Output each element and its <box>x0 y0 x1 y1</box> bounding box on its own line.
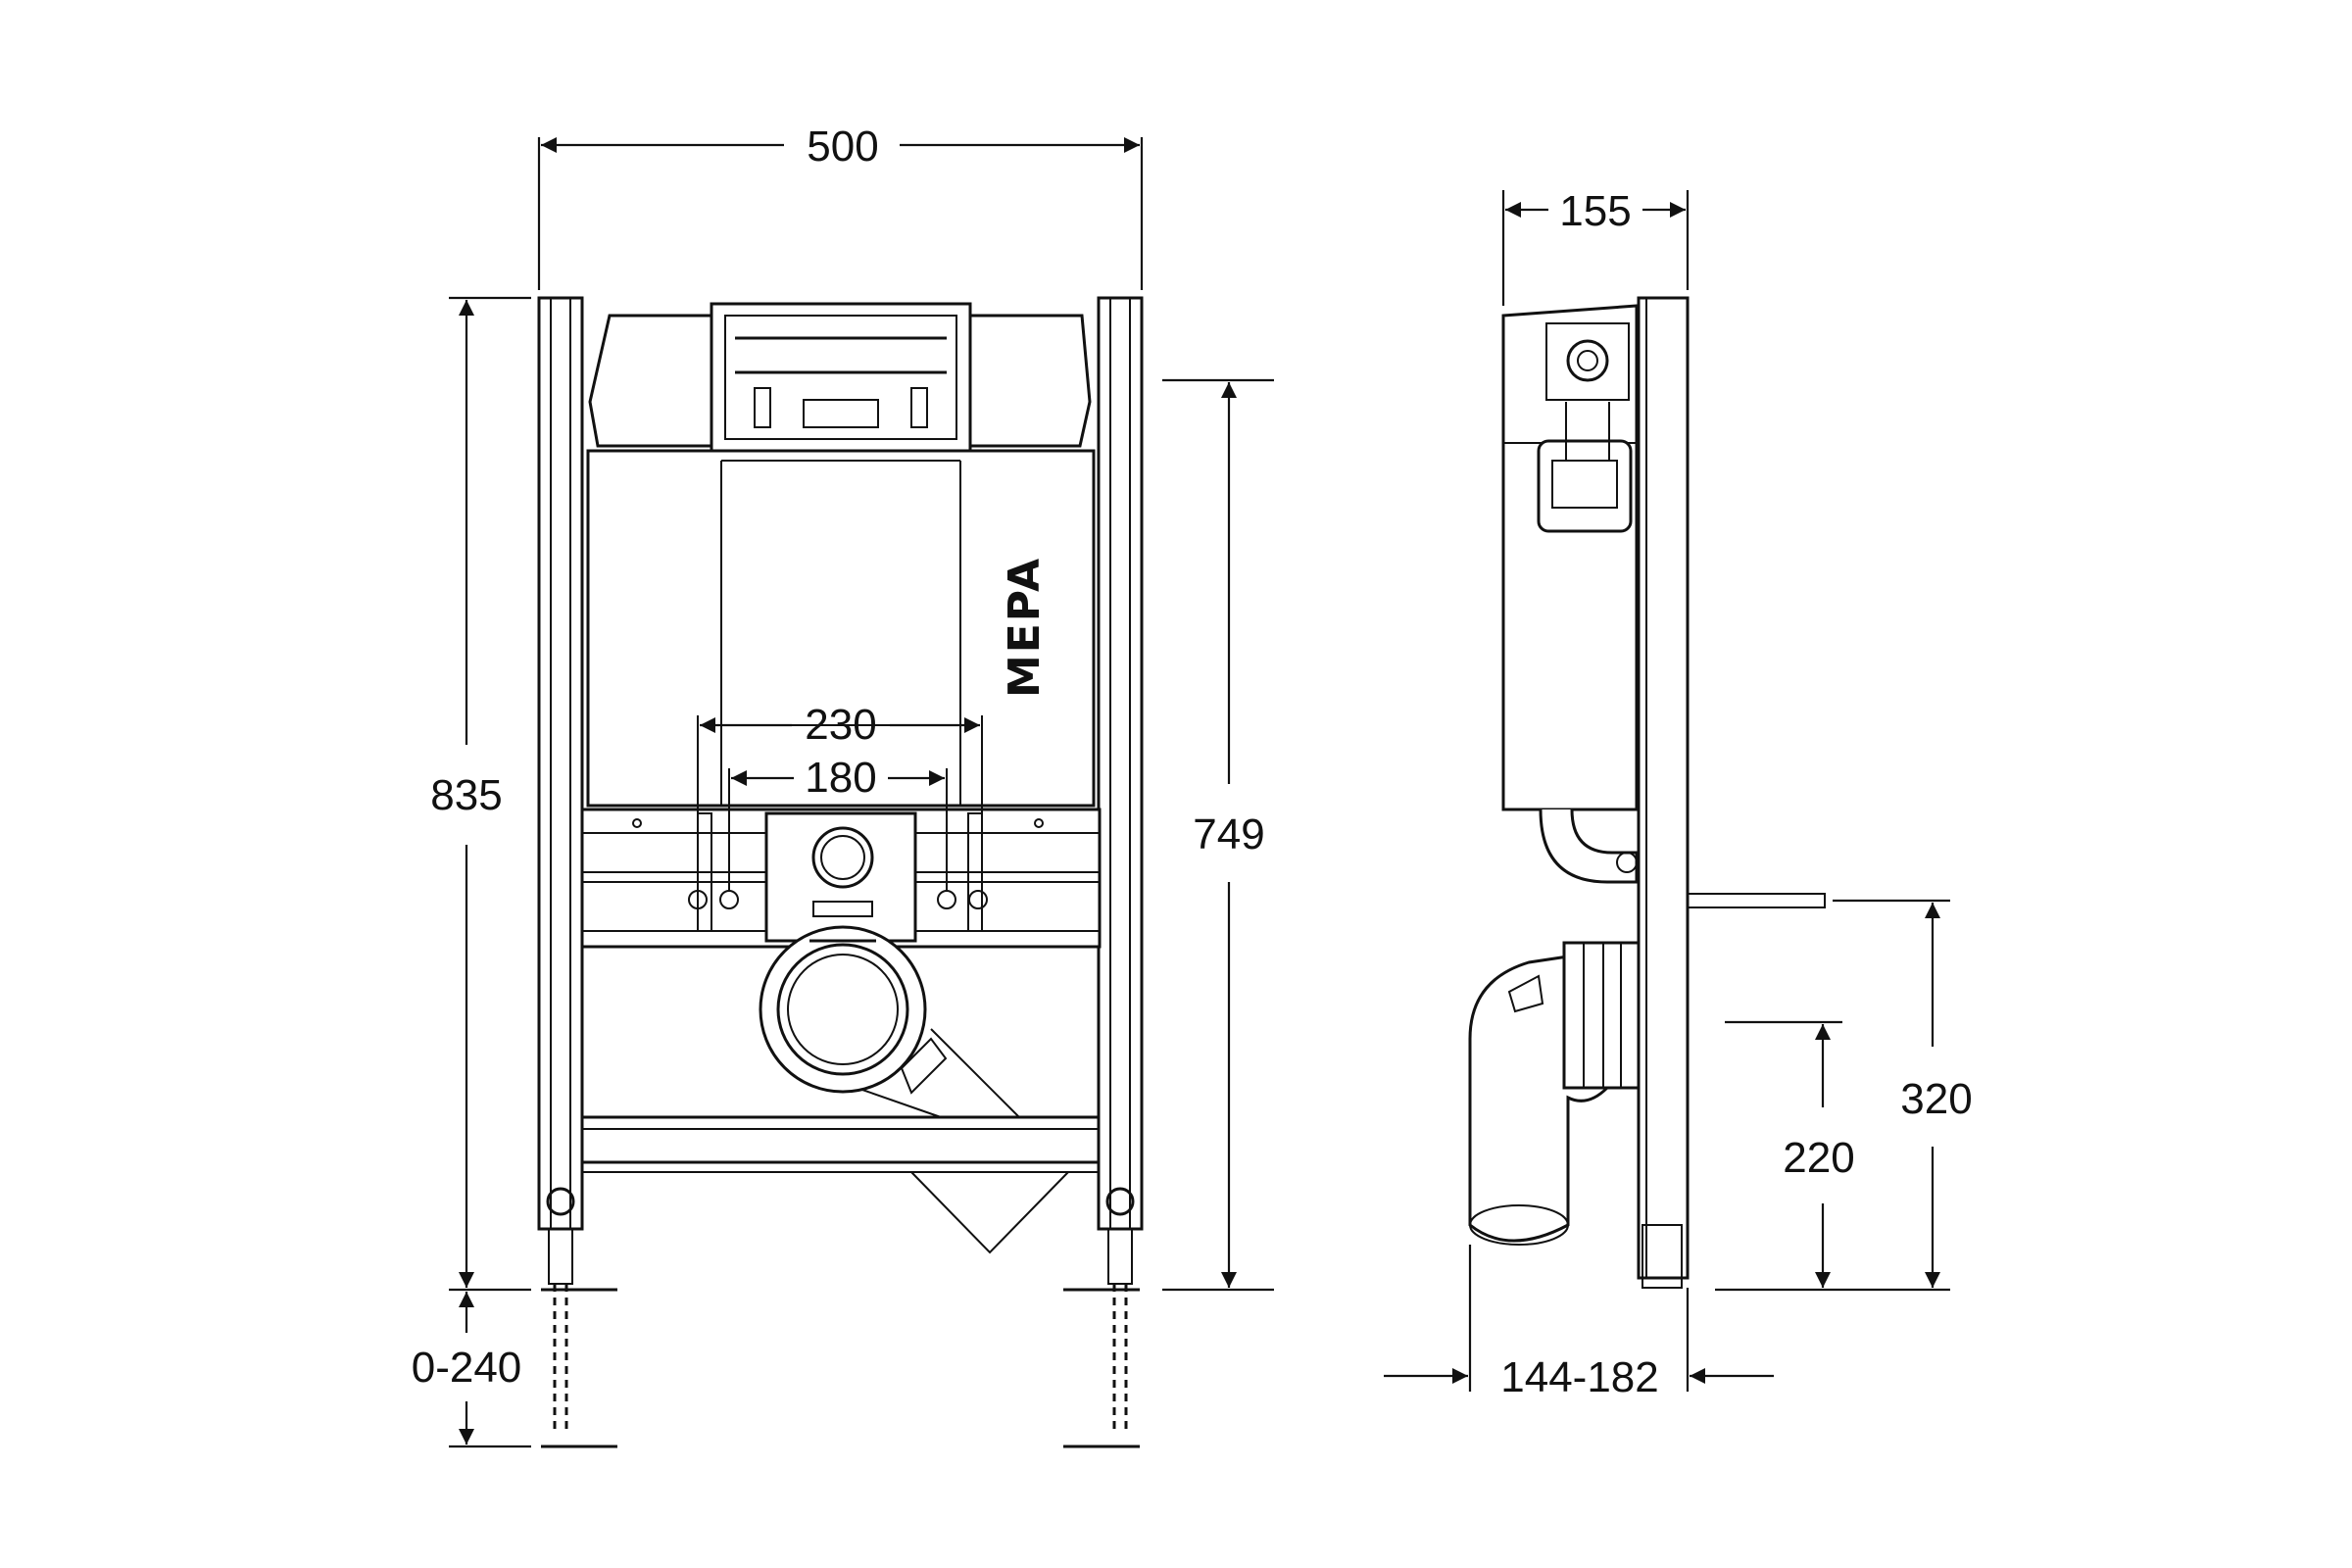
cistern-top <box>588 302 1092 453</box>
side-cistern <box>1501 304 1639 811</box>
drain-outlet <box>759 925 1020 1118</box>
dim-inner-spacing-label: 180 <box>805 754 876 802</box>
side-flush-pipe <box>1539 808 1639 884</box>
dim-leg-label: 0-240 <box>412 1344 522 1392</box>
side-rod <box>1687 893 1826 908</box>
dim-width-label: 500 <box>807 122 878 171</box>
dim-upper-height: 320 <box>1715 899 1973 1292</box>
front-view: MEPA <box>412 122 1274 1448</box>
left-upright <box>537 296 584 1231</box>
left-foot-bolt <box>546 1187 575 1216</box>
right-leg <box>1063 1228 1140 1448</box>
dim-height: 835 <box>430 296 531 1292</box>
right-foot-bolt <box>1105 1187 1135 1216</box>
dim-depth: 155 <box>1501 187 1690 306</box>
dim-offset: 144-182 <box>1384 1245 1774 1401</box>
dim-inner-height-label: 749 <box>1193 810 1264 858</box>
side-view: 155 320 220 144-182 <box>1384 187 1973 1401</box>
dim-inner-spacing: 180 <box>728 754 948 892</box>
dim-offset-label: 144-182 <box>1500 1353 1658 1401</box>
logo-text: MEPA <box>1000 557 1050 698</box>
side-drain-elbow <box>1468 941 1641 1246</box>
dim-outer-spacing-label: 230 <box>805 701 876 749</box>
dim-upper-height-label: 320 <box>1900 1075 1972 1123</box>
brand-logo: MEPA <box>1000 557 1050 698</box>
dim-depth-label: 155 <box>1559 187 1631 235</box>
dim-lower-height-label: 220 <box>1783 1134 1854 1182</box>
right-upright <box>1097 296 1144 1231</box>
dim-outer-spacing: 230 <box>697 701 983 892</box>
dim-width: 500 <box>537 122 1144 290</box>
dim-height-label: 835 <box>430 771 502 819</box>
mounting-plate <box>580 808 1102 949</box>
left-leg <box>541 1228 617 1448</box>
side-upright <box>1637 296 1690 1289</box>
dim-leg: 0-240 <box>412 1292 531 1448</box>
dim-lower-height: 220 <box>1725 1020 1855 1288</box>
cistern-body <box>586 449 1096 808</box>
dim-inner-height: 749 <box>1162 378 1274 1292</box>
lower-crossbars <box>582 1115 1100 1254</box>
